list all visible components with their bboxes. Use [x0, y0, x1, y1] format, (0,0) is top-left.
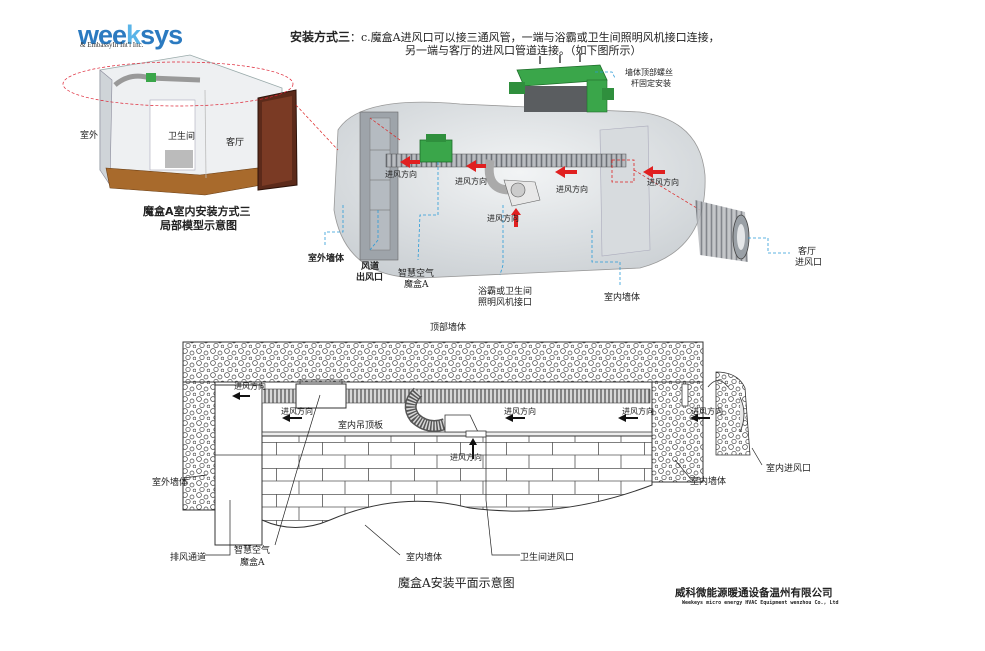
- leader-lines-plan: [182, 394, 763, 556]
- plan-view: [182, 341, 751, 546]
- exhaust-duct-label: 排风通道: [170, 553, 207, 563]
- header-line-1: 安装方式三：c.魔盒A进风口可以接三通风管，一端与浴霸或卫生间照明风机接口连接，: [290, 30, 720, 44]
- bath-inlet-label: 卫生间进风口: [520, 553, 575, 563]
- living-inlet-label-2: 进风口: [795, 258, 823, 268]
- plan-inflow-5: 进风方向: [691, 407, 723, 416]
- plan-inner-wall-right-label: 室内墙体: [690, 477, 727, 487]
- inflow-arrows-plan: [232, 392, 710, 459]
- air-box-3d-icon: [509, 54, 614, 113]
- company-name-cn: 威科微能源暖通设备温州有限公司: [675, 587, 833, 599]
- outer-wall-label: 室外墙体: [308, 254, 345, 264]
- indoor-inlet-label: 室内进风口: [766, 464, 812, 474]
- brand-subtitle: & EmbassyIn Int'l Inc.: [80, 41, 144, 49]
- bath-label-1: 浴霸或卫生间: [478, 287, 533, 297]
- inflow-arrows-3d: [400, 156, 665, 227]
- mount-note-2: 杆固定安装: [631, 79, 671, 88]
- duct-label-1: 风道: [361, 262, 380, 272]
- plan-inflow-3: 进风方向: [504, 407, 536, 416]
- model-caption-2: 局部模型示意图: [160, 219, 237, 232]
- house-model: [62, 54, 298, 196]
- top-wall-label: 顶部墙体: [430, 323, 467, 333]
- inflow-label-2: 进风方向: [455, 177, 487, 186]
- plan-inner-wall-bottom-label: 室内墙体: [406, 553, 443, 563]
- inner-wall-label: 室内墙体: [604, 293, 641, 303]
- label-living-room: 客厅: [226, 138, 245, 148]
- company-name-en: Weekeys micro energy HVAC Equipment wenz…: [682, 600, 839, 606]
- inflow-label-5: 进风方向: [487, 214, 519, 223]
- inflow-label-4: 进风方向: [647, 178, 679, 187]
- living-inlet-label-1: 客厅: [798, 247, 817, 257]
- inlet-detail-icon: [695, 200, 750, 262]
- plan-inflow-4: 进风方向: [622, 407, 654, 416]
- plan-inflow-6: 进风方向: [450, 453, 482, 462]
- duct-label-2: 出风口: [356, 273, 384, 283]
- inflow-label-3: 进风方向: [556, 185, 588, 194]
- plan-inflow-1: 进风方向: [234, 382, 266, 391]
- bath-label-2: 照明风机接口: [478, 298, 533, 308]
- plan-title: 魔盒A安装平面示意图: [398, 576, 515, 590]
- section-view: [295, 101, 706, 279]
- box-label-2: 魔盒A: [404, 280, 429, 290]
- box-label-1: 智慧空气: [398, 269, 435, 279]
- model-caption-1: 魔盒A室内安装方式三: [143, 205, 251, 218]
- inflow-label-1: 进风方向: [385, 170, 417, 179]
- plan-box-label-1: 智慧空气: [234, 546, 271, 556]
- leader-lines-3d: [324, 71, 790, 285]
- ceiling-label: 室内吊顶板: [338, 421, 384, 431]
- plan-inflow-2: 进风方向: [281, 407, 313, 416]
- label-outdoor: 室外: [80, 131, 99, 141]
- brand-logo: weeksys: [78, 20, 183, 50]
- header-line-2: 另一端与客厅的进风口管道连接。（如下图所示）: [405, 44, 642, 57]
- plan-outer-wall-label: 室外墙体: [152, 478, 189, 488]
- label-bathroom: 卫生间: [168, 132, 196, 142]
- mount-note-1: 墙体顶部螺丝: [625, 68, 673, 77]
- plan-box-label-2: 魔盒A: [240, 558, 265, 568]
- header-title: 安装方式三: [290, 30, 351, 44]
